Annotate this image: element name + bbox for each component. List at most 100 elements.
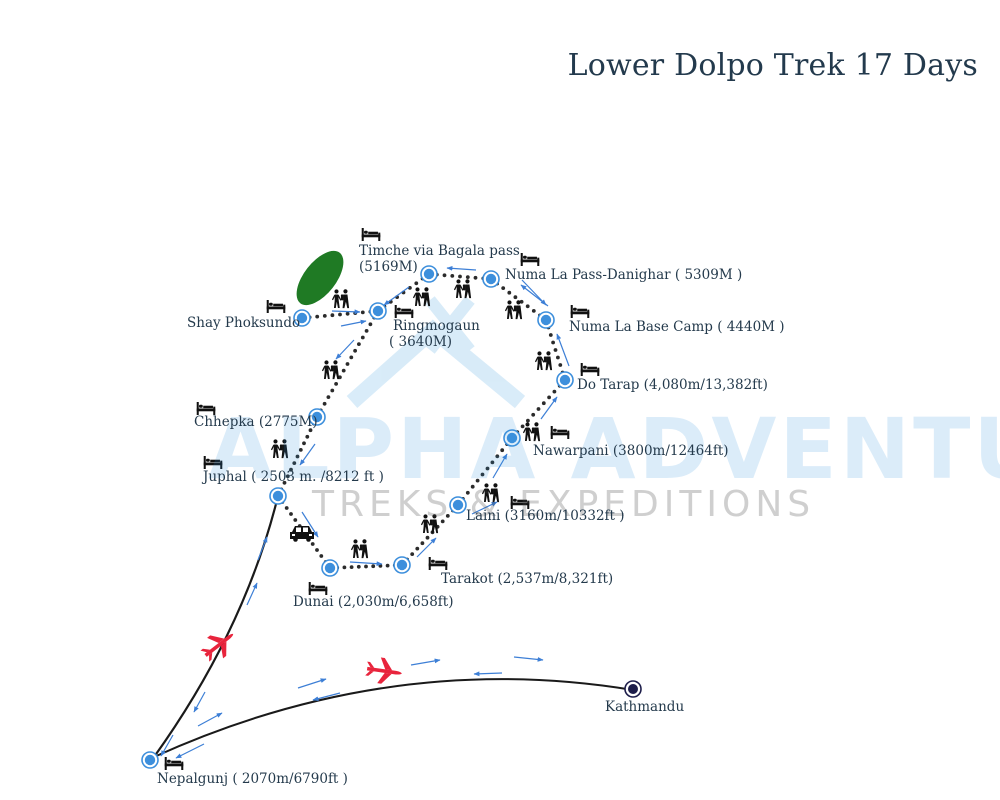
route-dot: [465, 275, 470, 279]
route-dot: [289, 512, 293, 516]
route-dot: [556, 355, 560, 360]
direction-arrow-icon: [540, 396, 558, 420]
direction-arrow-icon: [299, 443, 316, 466]
route-dot: [368, 322, 373, 327]
route-dot: [357, 342, 361, 346]
route-dot: [341, 368, 346, 373]
route-dot: [353, 348, 357, 353]
stop-label-kathmandu: Kathmandu: [605, 699, 685, 715]
direction-arrow-icon: [175, 743, 205, 759]
trekkers-icon: [322, 360, 340, 380]
route-dot: [526, 418, 530, 423]
route-dot: [507, 290, 512, 295]
route-dot: [302, 441, 306, 446]
route-dot: [553, 348, 558, 352]
bed-icon: [266, 300, 286, 313]
phoksundo-lake: [296, 250, 344, 306]
direction-arrow-icon: [349, 561, 383, 567]
stop-label-tarakot: Tarakot (2,537m/8,321ft): [441, 571, 614, 587]
route-dot: [450, 274, 455, 278]
route-dot: [360, 335, 365, 340]
route-dot: [315, 314, 320, 319]
route-dot: [445, 514, 450, 518]
route-dot: [519, 299, 524, 304]
stop-label-nawarpani: Nawarpani (3800m/12464ft): [533, 443, 729, 459]
route-dot: [473, 275, 478, 280]
watermark-tagline: TREKS & EXPEDITIONS: [312, 484, 816, 525]
route-dot: [298, 448, 303, 452]
direction-arrow-icon: [160, 734, 174, 757]
route-dot: [465, 490, 470, 495]
direction-arrow-icon: [471, 501, 498, 515]
route-dot: [330, 388, 335, 393]
route-dot: [458, 274, 462, 279]
bed-icon: [394, 305, 414, 318]
bed-icon: [520, 253, 540, 266]
route-dot: [414, 281, 419, 286]
stop-marker-laini: [449, 496, 467, 514]
stop-label-numa-la-pass: Numa La Pass-Danighar ( 5309M ): [505, 267, 743, 283]
direction-arrow-icon: [297, 678, 327, 689]
direction-arrow-icon: [197, 712, 223, 727]
direction-arrow-icon: [301, 511, 319, 538]
route-dot: [349, 355, 354, 360]
direction-arrow-icon: [257, 536, 268, 561]
stop-marker-numa-pass: [482, 270, 500, 288]
route-dot: [322, 401, 327, 406]
stop-marker-nepalgunj: [141, 751, 159, 769]
route-dot: [364, 329, 369, 333]
stop-label-juphal: Juphal ( 2503 m. /8212 ft ): [203, 469, 384, 485]
route-dot: [308, 428, 313, 433]
route-dot: [531, 412, 536, 417]
route-dot: [334, 382, 338, 386]
route-dot: [425, 535, 430, 540]
route-dot: [282, 480, 287, 485]
route-dot: [345, 311, 350, 316]
stop-marker-nawarpani: [503, 429, 521, 447]
route-dot: [326, 395, 331, 399]
direction-arrow-icon: [331, 309, 361, 315]
watermark-mountain-logo: [346, 296, 526, 409]
route-dot: [295, 454, 300, 459]
kathmandu-marker: [624, 680, 642, 698]
route-dot: [548, 333, 553, 337]
route-dot: [410, 552, 415, 556]
route-dot: [420, 541, 425, 546]
trekkers-icon: [454, 279, 472, 299]
route-dot: [525, 304, 530, 309]
stop-marker-numa-base: [537, 311, 555, 329]
route-dot: [513, 295, 518, 300]
direction-arrow-icon: [513, 656, 544, 662]
route-dot: [500, 448, 505, 453]
bed-icon: [570, 305, 590, 318]
trekkers-icon: [332, 289, 350, 309]
route-dot: [322, 314, 327, 318]
route-dot: [440, 519, 445, 524]
direction-arrow-icon: [312, 692, 341, 701]
route-dot: [475, 478, 480, 483]
bed-icon: [164, 757, 184, 770]
car-icon: [290, 526, 314, 542]
route-dot: [360, 310, 365, 315]
stop-label-do-tarap: Do Tarap (4,080m/13,382ft): [577, 377, 768, 393]
direction-arrow-icon: [446, 265, 477, 271]
trekkers-icon: [351, 539, 369, 559]
route-dot: [305, 434, 310, 439]
bed-icon: [580, 363, 600, 376]
flight-path-nepalgunj-juphal: [153, 495, 280, 758]
route-dot: [319, 554, 324, 558]
stop-label-shay-phoksundo: Shay Phoksundo: [187, 315, 301, 331]
route-dot: [495, 454, 500, 459]
route-dot: [315, 548, 319, 552]
route-dot: [442, 273, 447, 278]
direction-arrows: [160, 265, 570, 759]
route-dot: [551, 340, 555, 345]
stop-label-chhepka: Chhepka (2775M): [194, 414, 318, 430]
stop-marker-shay: [293, 309, 311, 327]
route-dot: [501, 286, 506, 290]
direction-arrow-icon: [340, 319, 367, 327]
route-dot: [558, 363, 563, 367]
stop-marker-dunai: [321, 559, 339, 577]
route-dot: [480, 472, 485, 477]
direction-arrow-icon: [521, 279, 547, 306]
